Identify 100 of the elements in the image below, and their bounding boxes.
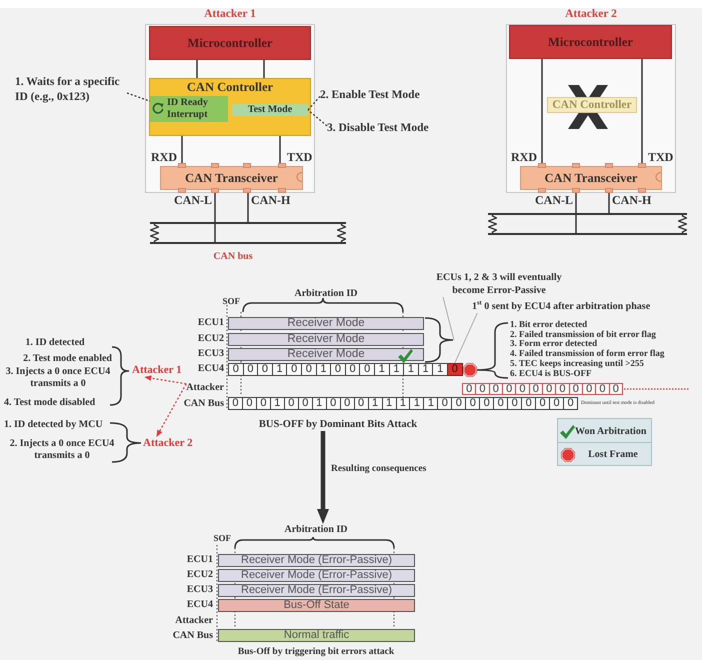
- bit-cell: 0: [451, 397, 466, 410]
- leader-line: [454, 312, 478, 364]
- step-text: 2. Test mode enabled: [23, 353, 112, 365]
- controller-block: [149, 78, 311, 136]
- bit-cell: 0: [563, 397, 578, 410]
- bar-label: Receiver Mode (Error-Passive): [241, 570, 392, 581]
- bit-cell: 1: [270, 397, 285, 410]
- bit-cell: 0: [479, 397, 494, 410]
- row-label: ECU2: [198, 333, 224, 345]
- marker-label: SOF: [213, 533, 231, 544]
- bit-cell: 0: [340, 397, 355, 410]
- interrupt-block: [150, 96, 228, 122]
- row-label: ECU4: [198, 363, 224, 375]
- arrow: [144, 375, 186, 384]
- bar-label: Receiver Mode (Error-Passive): [241, 555, 392, 566]
- row-label: Attacker: [175, 615, 213, 627]
- bar-label: Receiver Mode: [287, 349, 365, 360]
- bit-cell: 0: [301, 363, 317, 376]
- block-label: CAN Transceiver: [544, 170, 638, 186]
- error-passive-bar: [218, 584, 415, 597]
- bit-cell: 0: [242, 397, 257, 410]
- receiver-mode-bar: [228, 348, 424, 361]
- step-text: 3. Form error detected: [510, 338, 598, 348]
- transceiver-chip: [160, 163, 303, 193]
- wire: [214, 193, 216, 243]
- wire: [541, 59, 543, 163]
- edge-label: Resulting consequences: [330, 463, 428, 475]
- bit-cell: 1: [403, 363, 419, 376]
- bit-cell: 0: [595, 383, 610, 395]
- block-label: ID Ready Interrupt: [167, 97, 209, 121]
- module-title: Attacker 1: [203, 7, 257, 22]
- receiver-mode-bar: [228, 333, 424, 346]
- normal-traffic-bar: [218, 629, 415, 642]
- bar-label: Receiver Mode: [287, 334, 365, 345]
- bit-cell: 0: [515, 383, 530, 395]
- row-label: ECU1: [198, 317, 224, 329]
- legend-label: Won Arbitration: [575, 426, 646, 438]
- leader-line: [308, 110, 328, 126]
- module-box: [506, 6, 676, 193]
- annotation-text: 3. Disable Test Mode: [327, 121, 429, 135]
- step-text: 5. TEC keeps increasing until >255: [510, 358, 644, 368]
- bit-cell: 0: [528, 383, 543, 395]
- step-text: 1. Bit error detected: [510, 319, 588, 329]
- block-label: Test Mode: [248, 105, 292, 115]
- figure-caption: Bus-Off by triggering bit errors attack: [238, 646, 394, 658]
- step-text: 2. Failed transmission of bit error flag: [510, 328, 656, 339]
- bit-cell: 0: [462, 383, 476, 395]
- step-text: 2. Injects a 0 once ECU4 transmits a 0: [8, 438, 116, 462]
- row-label: CAN Bus: [172, 630, 213, 642]
- attacker-label: Attacker 2: [143, 437, 193, 450]
- bit-cell: 0: [359, 363, 375, 376]
- bit-cell: 0: [330, 363, 346, 376]
- step-text: 4. Test mode disabled: [4, 397, 96, 409]
- bit-cell: 1: [432, 363, 448, 376]
- wire: [263, 60, 265, 78]
- bit-cell: 0: [488, 383, 503, 395]
- bit-cell: 1: [368, 397, 383, 410]
- bit-cell: 1: [374, 363, 390, 376]
- pin-label: TXD: [287, 151, 312, 164]
- leader-line: [308, 96, 320, 110]
- error-passive-bar: [218, 554, 415, 567]
- row-label: ECU3: [186, 584, 213, 596]
- row-label: ECU3: [198, 348, 224, 360]
- bit-cell: 0: [286, 363, 302, 376]
- bit-cell: 0: [555, 383, 570, 395]
- bit-cell: 1: [409, 397, 424, 410]
- receiver-mode-bar: [228, 317, 424, 330]
- bus-off-bar: [218, 599, 415, 612]
- marker-label: SOF: [222, 296, 240, 307]
- step-text: 3. Injects a 0 once ECU4 transmits a 0: [4, 366, 112, 390]
- wire: [181, 136, 183, 163]
- bit-cell: 0: [326, 397, 341, 410]
- arrow: [156, 384, 187, 437]
- bit-cell: 0: [298, 397, 313, 410]
- disabled-controller-block: [547, 97, 637, 113]
- bit-cell: 0: [475, 383, 490, 395]
- pin-label: CAN-L: [174, 194, 212, 207]
- bit-cell: 0: [568, 383, 583, 395]
- row-label: Attacker: [186, 382, 224, 394]
- bit-cell: 0: [354, 397, 369, 410]
- bit-cell: 0: [465, 397, 480, 410]
- bit-cell: 0: [493, 397, 508, 410]
- bus-label: CAN bus: [213, 251, 253, 263]
- wire: [247, 193, 249, 223]
- bar-label: Receiver Mode: [287, 318, 365, 329]
- wire: [196, 60, 198, 78]
- bit-cell: 0: [521, 397, 536, 410]
- microcontroller-block: [149, 26, 311, 60]
- pin-label: TXD: [648, 151, 674, 164]
- step-text: 1. ID detected: [25, 337, 85, 349]
- wire: [641, 59, 643, 163]
- bit-cell: 0: [257, 363, 273, 376]
- row-label: ECU1: [186, 554, 213, 566]
- block-label: CAN Transceiver: [185, 170, 278, 186]
- bit-cell: 0: [507, 397, 522, 410]
- bar-label: Normal traffic: [284, 630, 350, 641]
- row-label: CAN Bus: [184, 398, 224, 410]
- bit-cell: 1: [312, 397, 327, 410]
- pin-label: CAN-H: [612, 194, 652, 207]
- field-label: Arbitration ID: [284, 524, 348, 536]
